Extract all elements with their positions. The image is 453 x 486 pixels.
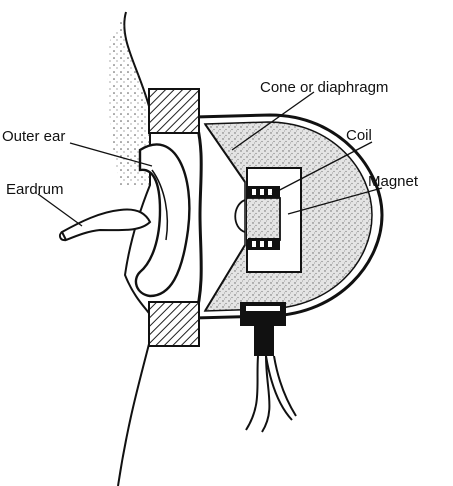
label-eardrum: Eardrum [6,181,64,198]
label-outer-ear: Outer ear [2,128,65,145]
label-magnet: Magnet [368,173,419,190]
cable [240,302,296,432]
ear-canal-shape [60,210,150,241]
label-cone-or-diaphragm: Cone or diaphragm [260,79,388,96]
label-coil: Coil [346,127,372,144]
head-outline [108,12,150,486]
